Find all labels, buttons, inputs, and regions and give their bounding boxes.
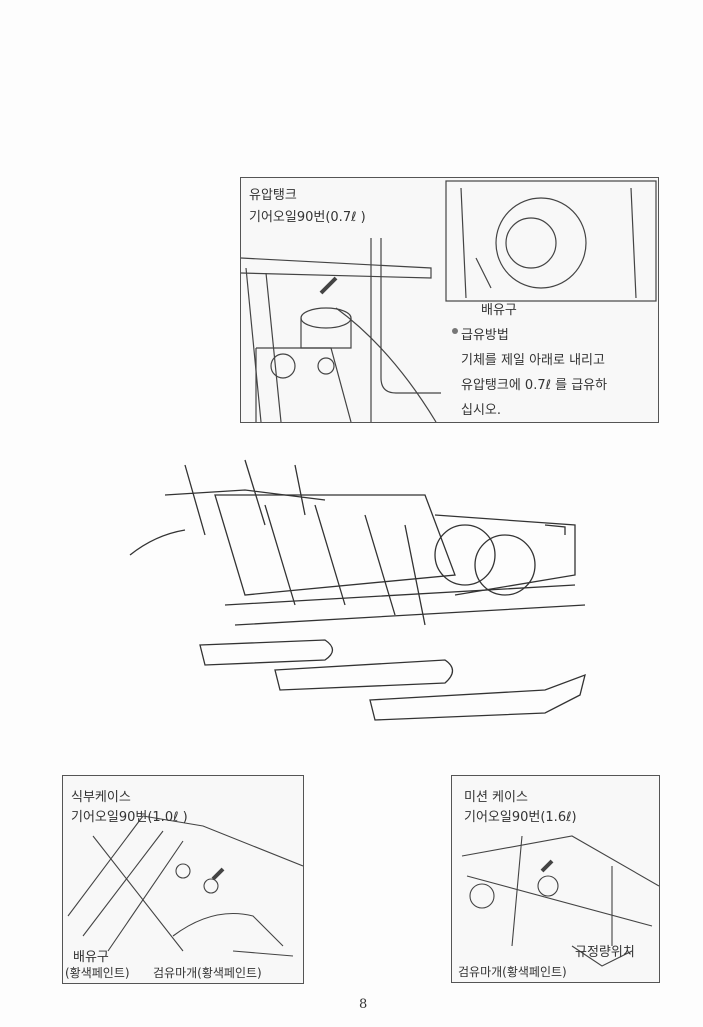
page-number: 8: [359, 997, 368, 1012]
refuel-method-line: 유압탱크에 0.7ℓ 를 급유하: [461, 378, 608, 393]
drain-port-label: 배유구: [73, 950, 109, 965]
drain-port-label: 배유구: [481, 303, 517, 318]
transmission-case-oil: 기어오일90번(1.6ℓ): [464, 810, 577, 825]
check-plug-label: 검유마개(황색페인트): [153, 966, 262, 980]
level-position-label: 규정량위치: [575, 945, 635, 960]
hydraulic-tank-figure: 유압탱크 기어오일90번(0.7ℓ ) 배유구 급유방법 기체를 제일 아래로 …: [240, 177, 659, 423]
planting-case-title: 식부케이스: [71, 790, 131, 805]
hydraulic-tank-title: 유압탱크: [249, 188, 297, 203]
hydraulic-tank-oil: 기어오일90번(0.7ℓ ): [249, 210, 366, 225]
transmission-case-illustration: [461, 835, 659, 967]
transmission-case-figure: 미션 케이스 기어오일90번(1.6ℓ) 규정량위치 검유마개(황색페인트): [451, 775, 660, 983]
hydraulic-tank-illustration: [241, 180, 657, 422]
transmission-case-title: 미션 케이스: [464, 790, 528, 805]
planting-case-oil: 기어오일90번(1.0ℓ ): [71, 810, 188, 825]
rice-transplanter-illustration: [129, 459, 586, 721]
refuel-method-line: 십시오.: [461, 403, 502, 418]
planting-case-figure: 식부케이스 기어오일90번(1.0ℓ ) 배유구 (황색페인트) 검유마개(황색…: [62, 775, 304, 984]
refuel-method-line: 기체를 제일 아래로 내리고: [461, 353, 605, 368]
drain-paint-label: (황색페인트): [65, 966, 130, 980]
planting-case-illustration: [67, 815, 303, 957]
refuel-method-title: 급유방법: [461, 328, 509, 343]
check-plug-label: 검유마개(황색페인트): [458, 965, 567, 979]
